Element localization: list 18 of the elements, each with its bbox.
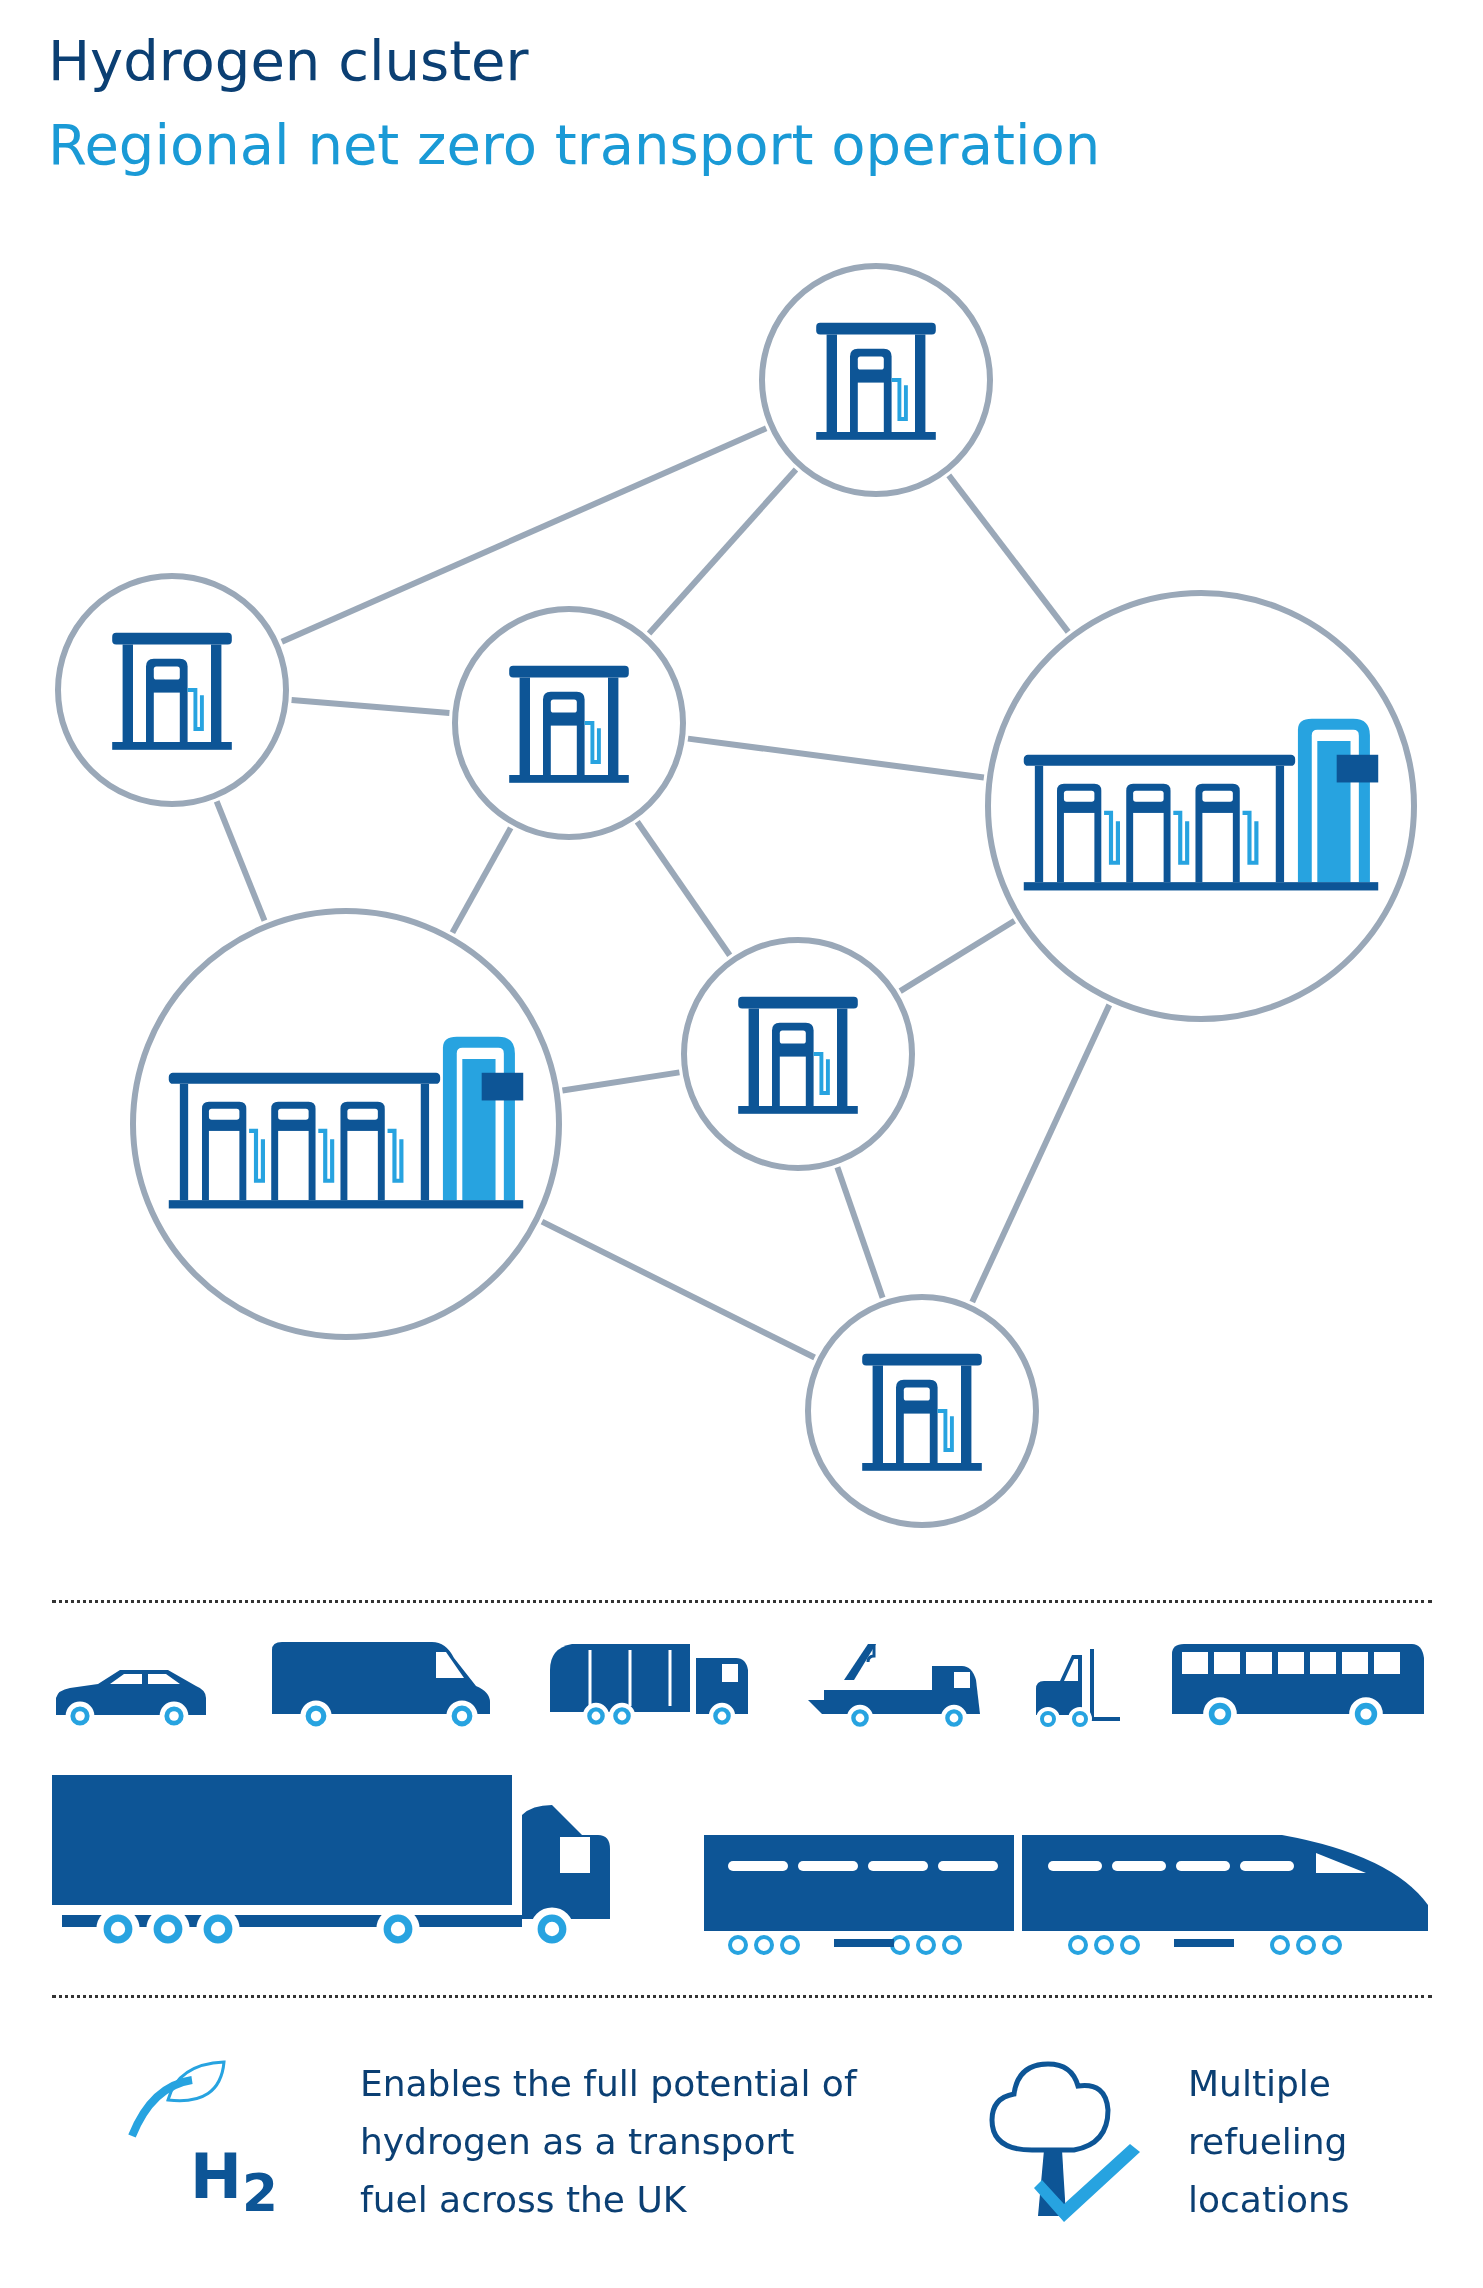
connector-line bbox=[634, 819, 733, 958]
description-text: Multiple refueling locations bbox=[1188, 2062, 1351, 2222]
formula-label: H$_{2}$ bbox=[190, 2140, 278, 2224]
description-text: Enables the full potential of hydrogen as a transport fuel across the UK bbox=[360, 2062, 859, 2222]
subtitle: Regional net zero transport operation bbox=[48, 112, 1101, 177]
connector-line bbox=[291, 696, 450, 717]
connector-line bbox=[540, 1219, 816, 1361]
connector-line bbox=[969, 1003, 1112, 1304]
connector-line bbox=[449, 826, 514, 935]
connector-line bbox=[898, 918, 1017, 994]
connector-line bbox=[280, 425, 768, 645]
connector-line bbox=[946, 473, 1071, 634]
connector-line bbox=[687, 735, 985, 781]
connector-line bbox=[213, 800, 268, 922]
connector-line bbox=[646, 467, 799, 636]
connector-line bbox=[834, 1166, 886, 1299]
title: Hydrogen cluster bbox=[48, 28, 529, 93]
connector-line bbox=[561, 1069, 680, 1094]
